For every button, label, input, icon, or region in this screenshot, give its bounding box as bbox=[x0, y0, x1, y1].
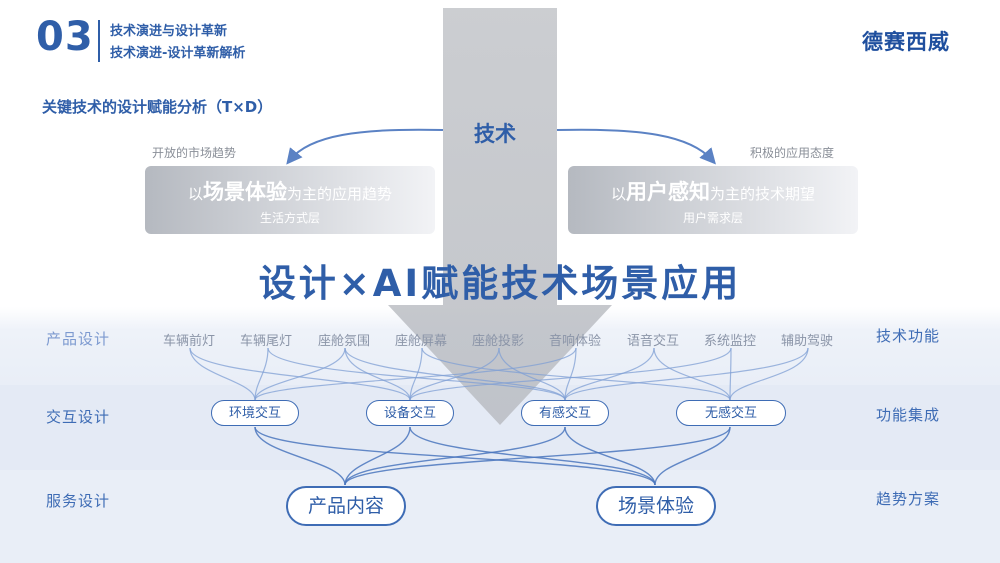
interaction-pill: 有感交互 bbox=[521, 400, 609, 426]
row-label-service: 服务设计 bbox=[46, 492, 111, 510]
row-right-tech-function: 技术功能 bbox=[876, 327, 941, 345]
main-title: 设计×AI赋能技术场景应用 bbox=[258, 262, 742, 305]
header-divider bbox=[98, 20, 100, 62]
service-pill: 产品内容 bbox=[286, 486, 406, 526]
feature-label: 座舱氛围 bbox=[318, 334, 371, 349]
scene-experience-box: 以场景体验为主的应用趋势 生活方式层 bbox=[145, 166, 435, 234]
service-pill: 场景体验 bbox=[596, 486, 716, 526]
box-layer: 生活方式层 bbox=[259, 211, 320, 225]
row-label-interaction: 交互设计 bbox=[46, 408, 111, 426]
left-curve-arrow bbox=[286, 128, 444, 165]
row-label-product: 产品设计 bbox=[46, 330, 111, 348]
feature-label: 车辆尾灯 bbox=[240, 334, 293, 349]
feature-label: 语音交互 bbox=[627, 334, 680, 349]
box-prefix: 以 bbox=[610, 185, 626, 203]
section-subtitle: 技术演进-设计革新解析 bbox=[110, 46, 246, 61]
feature-label: 座舱屏幕 bbox=[395, 334, 448, 349]
right-curve-arrow bbox=[556, 128, 716, 165]
interaction-pill: 无感交互 bbox=[676, 400, 786, 426]
section-title: 技术演进与设计革新 bbox=[110, 24, 228, 39]
user-perception-box: 以用户感知为主的技术期望 用户需求层 bbox=[568, 166, 858, 234]
right-note: 积极的应用态度 bbox=[750, 146, 835, 160]
box-suffix: 为主的应用趋势 bbox=[287, 185, 393, 203]
slide-subtitle: 关键技术的设计赋能分析（T×D） bbox=[42, 98, 273, 116]
feature-label: 辅助驾驶 bbox=[781, 334, 834, 349]
feature-label: 车辆前灯 bbox=[163, 334, 216, 349]
section-number: 03 bbox=[36, 14, 94, 60]
left-note: 开放的市场趋势 bbox=[152, 146, 237, 160]
row-right-function-integration: 功能集成 bbox=[876, 406, 941, 424]
interaction-pill: 环境交互 bbox=[211, 400, 299, 426]
box-emphasis: 场景体验 bbox=[203, 180, 287, 204]
big-down-arrow bbox=[388, 8, 612, 425]
brand-logo: 德赛西威 bbox=[862, 30, 950, 54]
interaction-pill: 设备交互 bbox=[366, 400, 454, 426]
box-suffix: 为主的技术期望 bbox=[710, 185, 816, 203]
feature-label: 音响体验 bbox=[549, 334, 602, 349]
row-right-trend-solution: 趋势方案 bbox=[876, 490, 941, 508]
feature-label: 座舱投影 bbox=[472, 334, 525, 349]
service-design-band bbox=[0, 470, 1000, 563]
feature-label: 系统监控 bbox=[704, 334, 757, 349]
tech-label: 技术 bbox=[474, 122, 516, 146]
box-prefix: 以 bbox=[187, 185, 203, 203]
box-emphasis: 用户感知 bbox=[626, 180, 710, 204]
box-layer: 用户需求层 bbox=[682, 211, 743, 225]
